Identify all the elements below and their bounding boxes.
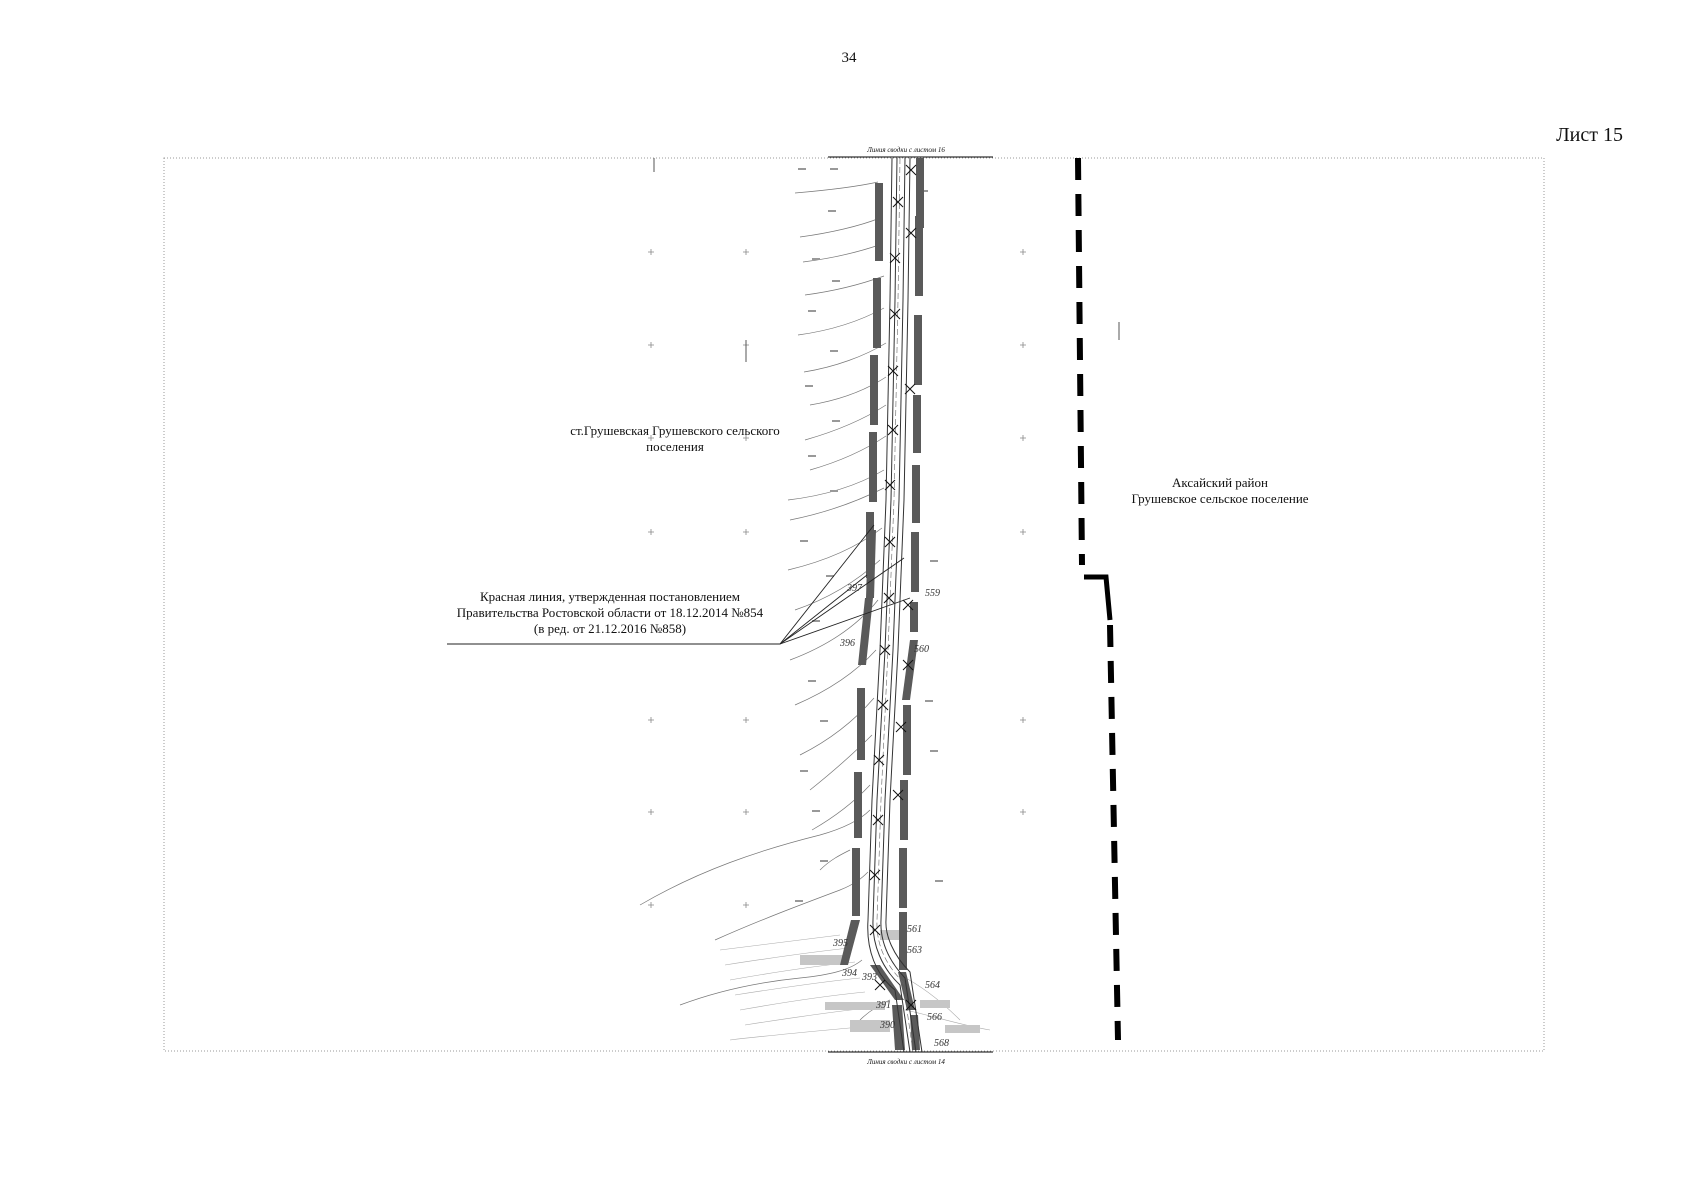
point-label: 561 <box>907 924 922 935</box>
point-label: 395 <box>832 938 848 949</box>
grid-crosses <box>648 249 1026 908</box>
road-cross-markers <box>869 164 917 1011</box>
joint-line-bottom: Линия сводки с листом 14 <box>867 1058 945 1066</box>
point-label: 394 <box>841 968 857 979</box>
redline-leaders <box>447 524 911 645</box>
sheet-label: Лист 15 <box>1556 124 1623 146</box>
redline-annotation: Красная линия, утвержденная постановлени… <box>440 589 780 637</box>
point-label: 397 <box>846 583 863 594</box>
point-label: 560 <box>914 644 929 655</box>
point-labels: 397 559 396 560 561 395 563 394 393 564 … <box>832 583 949 1049</box>
point-label: 564 <box>925 980 940 991</box>
settlement-label: ст.Грушевская Грушевского сельского посе… <box>570 423 780 454</box>
point-label: 563 <box>907 945 922 956</box>
redline-annotation-line1: Красная линия, утвержденная постановлени… <box>479 589 741 604</box>
road-hatch <box>840 158 924 1050</box>
point-label: 396 <box>839 638 855 649</box>
district-boundary <box>1075 157 1121 1041</box>
survey-marks <box>653 158 1120 362</box>
elevation-marks <box>795 168 948 1002</box>
district-label-line2: Грушевское сельское поселение <box>1131 491 1309 506</box>
road-lines <box>867 157 923 1053</box>
redline-annotation-line3: (в ред. от 21.12.2016 №858) <box>533 621 687 636</box>
point-label: 559 <box>925 588 940 599</box>
bottom-dense-fill <box>800 930 980 1033</box>
district-label: Аксайский район Грушевское сельское посе… <box>1105 475 1335 507</box>
point-label: 566 <box>927 1012 942 1023</box>
sheet-frame <box>163 157 1545 1052</box>
point-label: 390 <box>879 1020 895 1031</box>
page-number: 34 <box>841 50 857 66</box>
point-label: 391 <box>875 1000 891 1011</box>
point-label: 393 <box>861 972 877 983</box>
joint-line-top: Линия сводки с листом 16 <box>867 146 945 154</box>
district-label-line1: Аксайский район <box>1172 475 1268 490</box>
point-label: 568 <box>934 1038 949 1049</box>
redline-annotation-line2: Правительства Ростовской области от 18.1… <box>456 605 764 620</box>
